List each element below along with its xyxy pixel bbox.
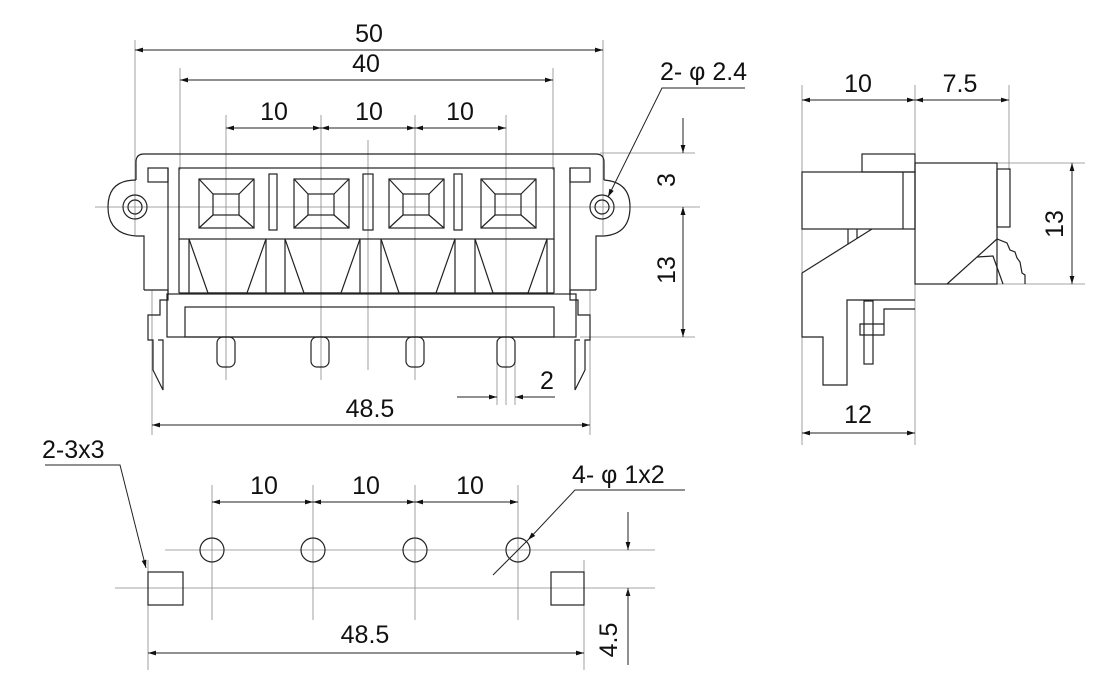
dim-13-front: 13 xyxy=(653,256,681,284)
front-view: 50 40 10 10 10 2- φ 2.4 3 13 2 48.5 xyxy=(95,20,747,435)
side-dimensions: 10 7.5 13 12 xyxy=(802,70,1075,436)
dim-48-5-pcb: 48.5 xyxy=(341,621,390,649)
terminal-1 xyxy=(188,178,267,368)
pcb-pitch-1: 10 xyxy=(250,472,278,500)
terminal-2 xyxy=(284,178,361,368)
dim-pitch-1: 10 xyxy=(260,98,288,126)
dim-40: 40 xyxy=(352,50,380,78)
base-bar xyxy=(184,306,555,338)
pcb-holes xyxy=(147,537,585,606)
hole-callout: 2- φ 2.4 xyxy=(660,58,747,86)
terminal-3 xyxy=(380,178,456,368)
side-centerlines xyxy=(801,85,1085,445)
dim-2: 2 xyxy=(540,367,554,395)
dim-10-side: 10 xyxy=(844,70,872,98)
front-dimensions: 50 40 10 10 10 2- φ 2.4 3 13 2 48.5 xyxy=(135,20,747,428)
front-centerlines xyxy=(95,40,700,435)
dim-3: 3 xyxy=(653,173,681,187)
dim-13-side: 13 xyxy=(1041,210,1069,238)
clip-slot-left xyxy=(147,571,184,606)
mount-hole-right xyxy=(589,194,615,220)
mount-hole-left xyxy=(122,194,148,220)
dim-50: 50 xyxy=(355,20,383,48)
dim-12: 12 xyxy=(844,401,872,429)
pcb-pitch-3: 10 xyxy=(456,472,484,500)
connector-body xyxy=(107,153,631,391)
clip-slot-right xyxy=(550,571,585,606)
dim-pitch-3: 10 xyxy=(446,98,474,126)
pin-hole xyxy=(505,537,531,563)
dim-pitch-2: 10 xyxy=(355,98,383,126)
terminals xyxy=(188,173,548,368)
dim-7-5: 7.5 xyxy=(943,70,978,98)
pin-hole xyxy=(199,537,225,563)
dim-48-5-front: 48.5 xyxy=(346,395,395,423)
dim-4-5: 4.5 xyxy=(595,623,623,658)
side-body xyxy=(801,153,1026,386)
slot-callout: 2-3x3 xyxy=(42,436,105,464)
pin-hole-callout: 4- φ 1x2 xyxy=(572,461,665,489)
pcb-dimensions: 2-3x3 10 10 10 4- φ 1x2 4.5 48.5 xyxy=(42,436,685,665)
pin-hole xyxy=(300,537,326,563)
terminal-4 xyxy=(474,178,548,368)
side-view: 10 7.5 13 12 xyxy=(801,70,1085,445)
pcb-layout: 2-3x3 10 10 10 4- φ 1x2 4.5 48.5 xyxy=(42,436,685,670)
pcb-pitch-2: 10 xyxy=(352,472,380,500)
pin-hole xyxy=(402,537,428,563)
